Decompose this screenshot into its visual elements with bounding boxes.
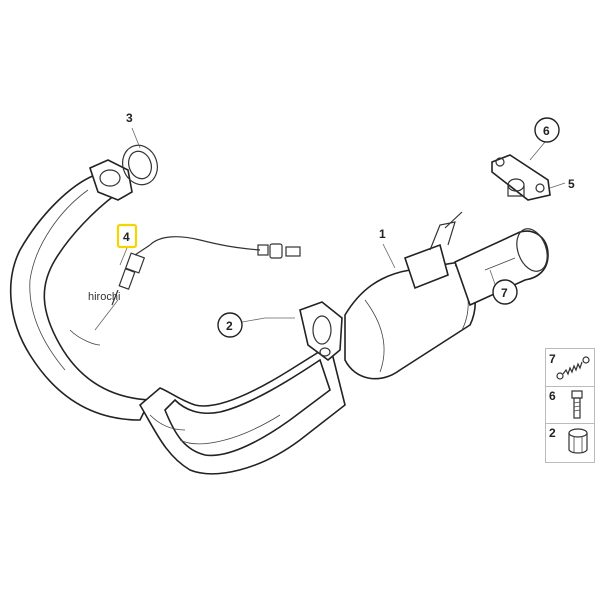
legend-number: 7 bbox=[549, 352, 556, 366]
callout-7-badge: 7 bbox=[492, 279, 518, 305]
gasket bbox=[122, 144, 158, 186]
legend-item-spring: 7 bbox=[546, 349, 594, 387]
legend-item-bolt: 6 bbox=[546, 386, 594, 424]
callout-5: 5 bbox=[568, 177, 575, 191]
callout-2-badge: 2 bbox=[217, 312, 243, 338]
callout-4-highlight: 4 bbox=[116, 223, 138, 249]
bolt-icon bbox=[571, 390, 583, 419]
callout-6: 6 bbox=[543, 124, 550, 138]
nut-icon bbox=[568, 428, 588, 454]
leader-lines bbox=[94, 127, 566, 331]
callout-2: 2 bbox=[226, 319, 233, 333]
parts-legend: 7 6 2 bbox=[545, 348, 595, 463]
legend-number: 2 bbox=[549, 426, 556, 440]
callout-1: 1 bbox=[379, 227, 386, 241]
spring-icon bbox=[556, 356, 590, 380]
callout-4: 4 bbox=[123, 230, 130, 244]
callout-6-badge: 6 bbox=[534, 117, 560, 143]
watermark-text: hirochi bbox=[88, 291, 120, 303]
callout-3: 3 bbox=[126, 111, 133, 125]
catalytic-converter bbox=[344, 211, 549, 380]
legend-number: 6 bbox=[549, 389, 556, 403]
legend-item-nut: 2 bbox=[546, 423, 594, 460]
exhaust-manifold bbox=[9, 159, 346, 475]
oxygen-sensor bbox=[111, 236, 301, 306]
mounting-bracket bbox=[491, 154, 551, 201]
callout-7: 7 bbox=[501, 286, 508, 300]
